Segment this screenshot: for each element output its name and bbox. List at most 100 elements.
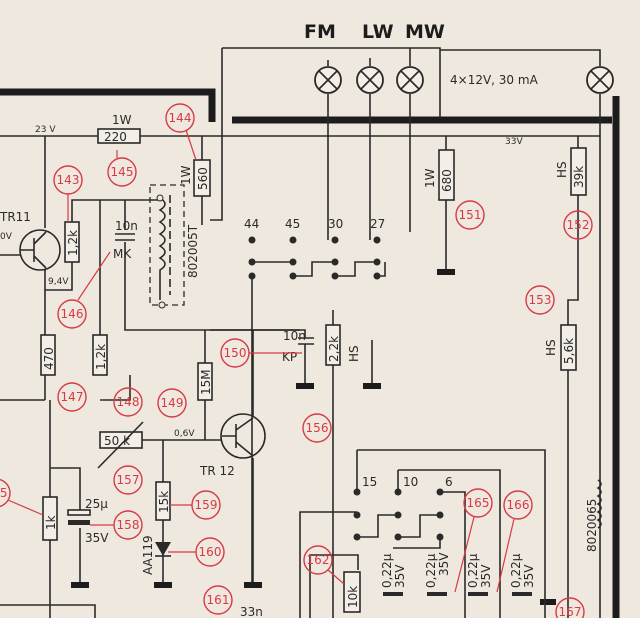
- capacitors-0-22u: 0,22µ 35V 0,22µ 35V 0,22µ 35V 0,22µ 35V: [380, 552, 536, 596]
- voltage-tr11-emitter: 9,4V: [48, 277, 69, 287]
- ref-143: 143: [57, 173, 80, 187]
- resistor-1-2k-b: [92, 334, 108, 376]
- ref-149: 149: [161, 396, 184, 410]
- label-cap-4: 0,22µ: [509, 553, 523, 588]
- label-10n-kp: 10n: [283, 329, 306, 343]
- label-tr11: TR11: [0, 210, 31, 224]
- resistor-1-2k-a: [64, 221, 80, 263]
- label-220-power: 1W: [112, 113, 132, 127]
- label-cap-4-volt: 35V: [522, 564, 536, 588]
- label-15k: 15k: [157, 491, 171, 513]
- ref-167: 167: [559, 605, 582, 618]
- resistor-2-2k: [325, 324, 341, 366]
- band-switch-bottom[interactable]: 15 10 6: [353, 475, 453, 549]
- label-680: 680: [440, 169, 454, 192]
- ref-153: 153: [529, 293, 552, 307]
- ref-146: 146: [61, 307, 84, 321]
- label-10n: 10n: [115, 219, 138, 233]
- ref-158: 158: [117, 518, 140, 532]
- band-lw: LW: [362, 21, 394, 43]
- band-mw: MW: [405, 21, 445, 43]
- label-50k: 50 k: [104, 434, 130, 448]
- label-cap-1-volt: 35V: [393, 564, 407, 588]
- label-cap-1: 0,22µ: [380, 553, 394, 588]
- label-5-6k: 5,6k: [562, 338, 576, 364]
- voltage-tr11-base: 0V: [0, 232, 13, 242]
- coil-8020065: [596, 479, 602, 529]
- label-802005t: 802005T: [186, 224, 200, 278]
- ref-162: 162: [307, 553, 330, 567]
- label-cap-3: 0,22µ: [466, 553, 480, 588]
- label-hs-2-2k: HS: [347, 345, 361, 362]
- resistor-1k: [42, 496, 58, 541]
- label-10k: 10k: [346, 586, 360, 608]
- label-35v: 35V: [85, 531, 109, 545]
- voltage-23v: 23 V: [35, 125, 56, 135]
- resistor-680: [438, 149, 455, 201]
- label-39k: 39k: [572, 166, 586, 188]
- label-560: 560: [196, 167, 210, 190]
- chassis-border-right: [232, 96, 620, 618]
- voltage-33v: 33V: [505, 137, 523, 147]
- lamp-mw: [396, 66, 424, 94]
- label-hs-5-6k: HS: [544, 339, 558, 356]
- label-2-2k: 2,2k: [327, 336, 341, 362]
- switch-pin-45: 45: [285, 217, 300, 231]
- coil-802005t: [149, 184, 185, 309]
- ref-156: 156: [306, 421, 329, 435]
- label-220: 220: [104, 130, 127, 144]
- label-680-power: 1W: [423, 168, 437, 188]
- potentiometer-50k[interactable]: [99, 431, 143, 449]
- lamp-lw: [356, 66, 384, 94]
- resistor-15m: [197, 362, 213, 401]
- ref-150: 150: [224, 346, 247, 360]
- label-560-power: 1W: [179, 165, 193, 185]
- chassis-border-left: [0, 88, 216, 122]
- switch-pin-6: 6: [445, 475, 453, 489]
- label-mk: MK: [113, 247, 132, 261]
- ground-symbols: [71, 269, 556, 605]
- resistor-5-6k: [560, 324, 577, 371]
- lamp-spec: 4×12V, 30 mA: [450, 73, 539, 87]
- switch-pin-10: 10: [403, 475, 418, 489]
- label-cap-2-volt: 35V: [437, 552, 451, 576]
- lamp-dial: [586, 66, 614, 94]
- diode-aa119: [155, 542, 171, 556]
- switch-pin-44: 44: [244, 217, 259, 231]
- resistor-560: [193, 159, 211, 197]
- ref-160: 160: [199, 545, 222, 559]
- label-1-2k-a: 1,2k: [66, 230, 80, 256]
- label-cap-3-volt: 35V: [479, 564, 493, 588]
- band-switch-top[interactable]: 44 45 30 27: [244, 217, 386, 585]
- ref-165: 165: [467, 496, 490, 510]
- ref-157: 157: [117, 473, 140, 487]
- transistor-tr12: [220, 413, 266, 459]
- label-33n: 33n: [240, 605, 263, 618]
- label-tr12: TR 12: [199, 464, 235, 478]
- resistor-220: [97, 128, 141, 144]
- resistor-39k: [570, 147, 587, 196]
- switch-pin-30: 30: [328, 217, 343, 231]
- label-hs-39k: HS: [555, 161, 569, 178]
- label-25u: 25µ: [85, 497, 108, 511]
- resistor-470: [40, 334, 56, 376]
- label-cap-2: 0,22µ: [424, 553, 438, 588]
- label-1-2k-b: 1,2k: [94, 344, 108, 370]
- label-aa119: AA119: [141, 535, 155, 575]
- ref-144: 144: [169, 111, 192, 125]
- ref-151: 151: [459, 208, 482, 222]
- ref-152: 152: [567, 218, 590, 232]
- ref-159: 159: [195, 498, 218, 512]
- band-fm: FM: [304, 21, 336, 43]
- ref-155: 155: [0, 486, 7, 500]
- capacitor-25u: [67, 509, 91, 516]
- label-470: 470: [42, 347, 56, 370]
- reference-markers: 143 144 145 146 147 148 149 150 151 152 …: [0, 103, 593, 618]
- ref-161: 161: [207, 593, 230, 607]
- transistor-tr11: [19, 229, 61, 271]
- label-kp: KP: [282, 350, 297, 364]
- voltage-tr12-base: 0,6V: [174, 429, 195, 439]
- potentiometer-10k[interactable]: [343, 571, 361, 613]
